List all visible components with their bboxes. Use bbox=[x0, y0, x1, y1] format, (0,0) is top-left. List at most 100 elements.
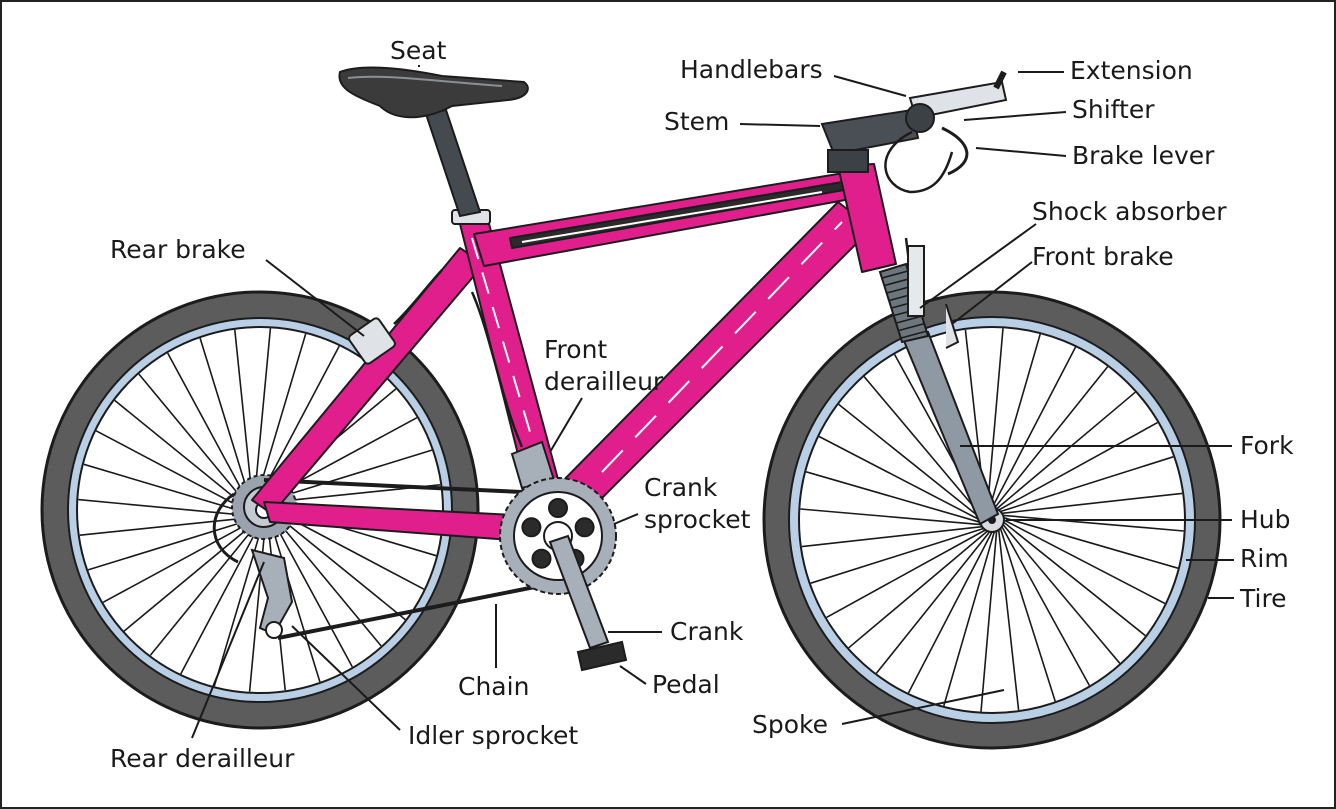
leader-front-brake bbox=[951, 261, 1033, 325]
spoke bbox=[997, 529, 1020, 711]
front-derailleur-cable bbox=[470, 291, 524, 448]
spoke bbox=[991, 346, 1077, 509]
label-shifter: Shifter bbox=[1072, 95, 1155, 124]
spoke bbox=[1000, 456, 1174, 513]
leader-rear-derailleur bbox=[191, 561, 265, 739]
spoke bbox=[996, 391, 1136, 510]
label-spoke: Spoke bbox=[752, 710, 828, 739]
label-hub: Hub bbox=[1240, 505, 1291, 534]
spoke bbox=[253, 328, 272, 498]
label-front-derailleur-line2: derailleur bbox=[544, 367, 664, 396]
spoke bbox=[801, 525, 983, 548]
saddle-highlight bbox=[347, 75, 503, 87]
leader-shifter bbox=[963, 111, 1067, 121]
rear-brake-mech bbox=[348, 269, 443, 365]
spoke bbox=[270, 517, 354, 668]
spoke bbox=[180, 523, 261, 675]
spoke bbox=[1003, 514, 1184, 532]
label-fork: Fork bbox=[1240, 431, 1294, 460]
label-crank-sprocket-line1: Crank bbox=[644, 473, 718, 502]
rear-brake-cable bbox=[393, 269, 443, 325]
label-rear-derailleur: Rear derailleur bbox=[110, 744, 295, 773]
seat-post bbox=[424, 108, 482, 218]
saddle bbox=[338, 66, 529, 119]
spoke bbox=[875, 531, 991, 674]
spoke bbox=[114, 399, 247, 508]
spoke bbox=[818, 435, 981, 521]
spoke bbox=[826, 529, 986, 619]
spoke bbox=[810, 527, 984, 584]
spoke bbox=[863, 376, 982, 516]
label-tire: Tire bbox=[1239, 584, 1287, 613]
frame-highlight-down bbox=[601, 221, 843, 473]
leader-pedal bbox=[619, 665, 647, 685]
spoke bbox=[166, 352, 250, 503]
shock-coil bbox=[896, 315, 923, 324]
label-chain: Chain bbox=[458, 672, 529, 701]
seat-assembly bbox=[338, 66, 529, 218]
leader-handlebars bbox=[833, 75, 907, 97]
leader-spoke bbox=[841, 689, 1005, 725]
spoke bbox=[138, 373, 248, 506]
shock-coil bbox=[884, 277, 911, 287]
label-stem: Stem bbox=[664, 107, 729, 136]
spoke bbox=[269, 519, 321, 683]
labels: Seat Handlebars Extension Stem Shifter B… bbox=[110, 36, 1294, 773]
shock-coil bbox=[898, 322, 926, 332]
stem-collar bbox=[827, 149, 869, 173]
spoke bbox=[234, 329, 253, 499]
sprocket-hole bbox=[548, 498, 568, 518]
spoke bbox=[79, 517, 249, 536]
label-rear-brake: Rear brake bbox=[110, 235, 246, 264]
spoke bbox=[1003, 516, 1179, 569]
spoke bbox=[805, 471, 981, 524]
spoke bbox=[1001, 492, 1183, 515]
chain bbox=[263, 478, 551, 640]
leader-shock-absorber bbox=[919, 223, 1037, 309]
label-rim: Rim bbox=[1240, 544, 1289, 573]
spoke bbox=[838, 403, 981, 519]
spoke bbox=[848, 530, 988, 649]
leader-crank-sprocket bbox=[613, 513, 639, 525]
spoke bbox=[986, 328, 1004, 509]
spoke bbox=[149, 523, 258, 656]
brake-cable-loop bbox=[884, 130, 954, 194]
spoke bbox=[980, 531, 998, 712]
spoke bbox=[999, 528, 1056, 702]
frame-highlight-top bbox=[521, 191, 823, 243]
frame bbox=[251, 163, 897, 543]
top-tube-cable bbox=[509, 181, 845, 249]
leader-front-derailleur bbox=[549, 397, 583, 453]
front-brake-caliper bbox=[945, 303, 960, 349]
crankset bbox=[499, 477, 628, 672]
spoke bbox=[272, 514, 382, 647]
label-extension: Extension bbox=[1070, 56, 1193, 85]
label-shock-absorber: Shock absorber bbox=[1032, 197, 1227, 226]
spoke bbox=[800, 508, 981, 526]
label-seat: Seat bbox=[390, 36, 447, 65]
label-front-brake: Front brake bbox=[1032, 242, 1174, 271]
rear-derailleur-mech bbox=[212, 492, 294, 639]
rear-brake-caliper bbox=[348, 317, 396, 365]
sprocket-holes bbox=[521, 498, 595, 569]
leader-stem bbox=[739, 123, 821, 127]
label-handlebars: Handlebars bbox=[680, 55, 823, 84]
front-brake-arm bbox=[907, 245, 925, 317]
shock-coil bbox=[881, 270, 909, 279]
spoke bbox=[1003, 519, 1166, 605]
pedal-body bbox=[576, 640, 628, 672]
spoke bbox=[273, 512, 406, 621]
label-idler-sprocket: Idler sprocket bbox=[408, 721, 578, 750]
leader-rear-brake bbox=[265, 259, 365, 337]
spoke bbox=[988, 333, 1041, 509]
front-derailleur-mech bbox=[470, 291, 556, 490]
label-pedal: Pedal bbox=[652, 670, 720, 699]
frame-highlight-seat bbox=[471, 237, 543, 473]
sprocket-hole bbox=[521, 517, 542, 538]
spoke bbox=[248, 522, 267, 692]
brake-lever-blade bbox=[941, 126, 969, 176]
stem bbox=[820, 108, 920, 156]
front-wheel bbox=[762, 290, 1222, 750]
crank-arm bbox=[548, 534, 610, 650]
